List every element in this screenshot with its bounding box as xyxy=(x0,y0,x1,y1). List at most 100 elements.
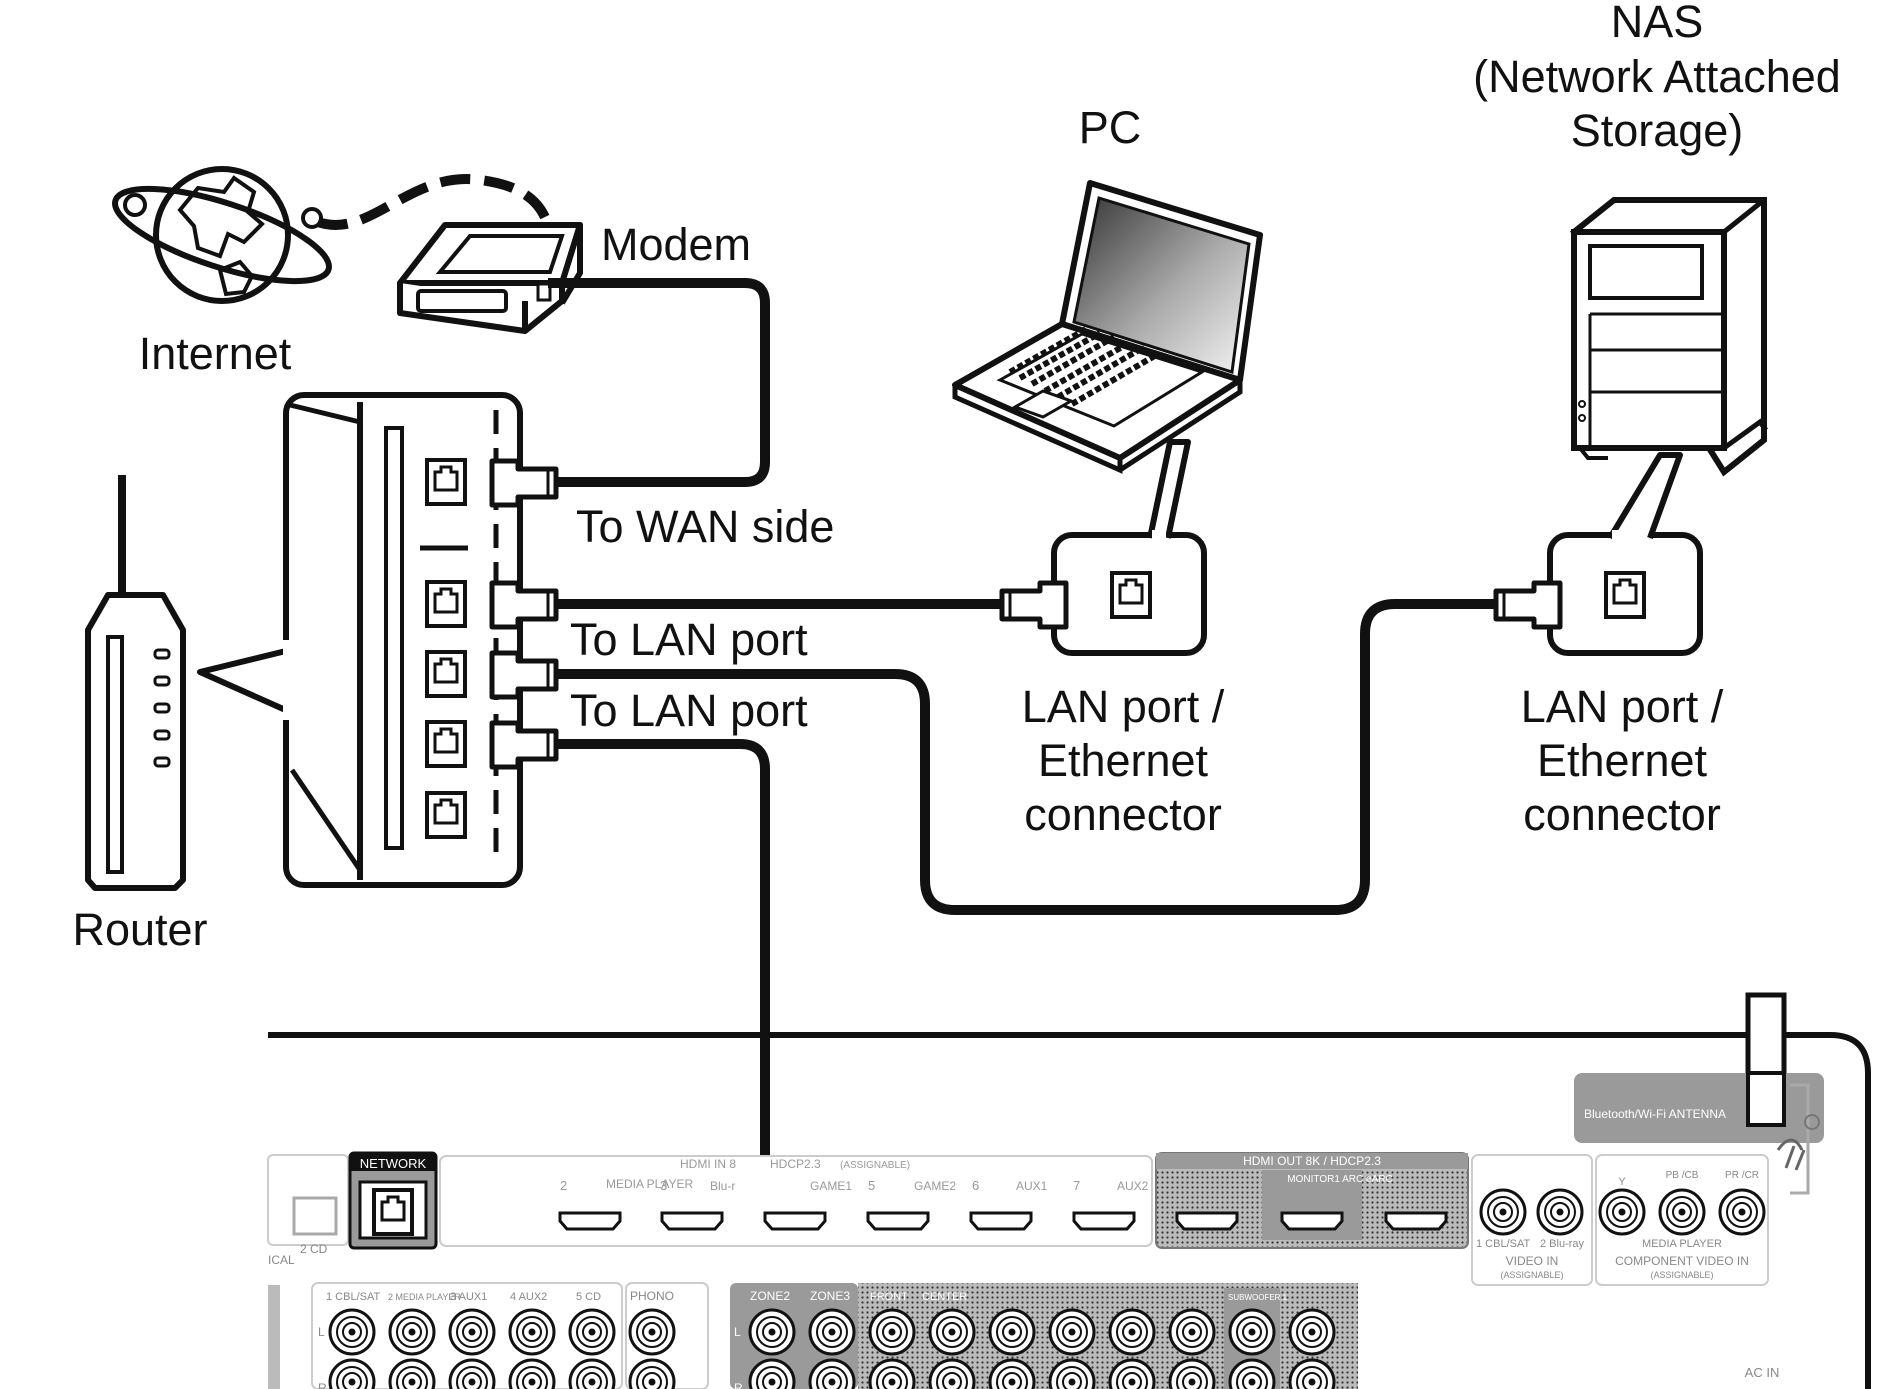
rca-jack-icon xyxy=(508,1308,556,1356)
rca-jack-icon xyxy=(1288,1358,1336,1389)
component-pb-label: PB /CB xyxy=(1666,1170,1699,1181)
rca-jack-icon xyxy=(328,1308,376,1356)
nas-port-label-line2: Ethernet xyxy=(1537,735,1708,786)
hdmi-port-icon xyxy=(969,1211,1033,1231)
front-label: FRONT xyxy=(870,1291,908,1303)
router-icon xyxy=(85,475,186,891)
lan-plug-icon xyxy=(492,583,556,627)
bluray-label: Blu-r xyxy=(710,1179,735,1193)
rca-jack-icon xyxy=(1288,1308,1336,1356)
hdmi-in-8-label: HDMI IN 8 xyxy=(680,1157,736,1171)
component-video-in-label: COMPONENT VIDEO IN xyxy=(1615,1254,1749,1268)
hdmi-port-icon xyxy=(558,1211,622,1231)
router-port-callout xyxy=(197,392,523,888)
network-port-label: NETWORK xyxy=(360,1156,427,1171)
globe-icon xyxy=(112,166,332,304)
wan-cable xyxy=(548,278,770,487)
rca-jack-icon xyxy=(1168,1308,1216,1356)
aux2-hdmi-label: AUX2 xyxy=(1117,1179,1149,1193)
to-lan-port-label-1: To LAN port xyxy=(570,614,808,665)
rca-jack-icon xyxy=(1108,1358,1156,1389)
audio-right-label: R xyxy=(318,1381,327,1389)
subwoofer1-label: SUBWOOFER 1 xyxy=(1228,1293,1288,1302)
rca-jack-icon xyxy=(868,1358,916,1389)
rca-jack-icon xyxy=(628,1308,676,1356)
rca-jack-icon xyxy=(1228,1308,1276,1356)
rca-jack-icon xyxy=(988,1308,1036,1356)
rca-jack-icon xyxy=(388,1358,436,1389)
rca-jack-icon xyxy=(808,1308,856,1356)
nas-subtitle-line1: (Network Attached xyxy=(1473,51,1841,102)
lan-plug-icon xyxy=(492,723,556,767)
ethernet-port-icon xyxy=(425,720,467,768)
rca-jack-icon xyxy=(1108,1308,1156,1356)
hdmi-port-icon xyxy=(866,1211,930,1231)
hdmi-number-5: 5 xyxy=(868,1178,875,1193)
audio-aux2-label: 4 AUX2 xyxy=(510,1291,547,1303)
ical-label: ICAL xyxy=(268,1253,295,1267)
lan-plug-icon xyxy=(1002,583,1066,627)
hdmi-port-icon xyxy=(1175,1211,1239,1231)
rca-jack-icon xyxy=(1479,1188,1527,1236)
pc-port-callout xyxy=(1051,439,1207,656)
cd-2-label: 2 CD xyxy=(300,1242,328,1256)
nas-icon xyxy=(1570,197,1768,477)
nas-title: NAS xyxy=(1611,0,1704,47)
audio-media-player-label: 2 MEDIA PLAYER xyxy=(388,1292,461,1302)
pc-label: PC xyxy=(1079,102,1142,153)
rca-jack-icon xyxy=(1048,1358,1096,1389)
rca-jack-icon xyxy=(748,1308,796,1356)
receiver-rear-panel: Bluetooth/Wi-Fi ANTENNA 2 CD ICAL NETWOR… xyxy=(267,992,1871,1389)
rca-jack-icon xyxy=(928,1358,976,1389)
hdmi-port-icon xyxy=(763,1211,827,1231)
rca-jack-icon xyxy=(448,1308,496,1356)
audio-cbl-sat-label: 1 CBL/SAT xyxy=(326,1291,380,1303)
internet-label: Internet xyxy=(139,328,292,379)
component-y-label: Y xyxy=(1618,1176,1626,1188)
rca-jack-icon xyxy=(568,1308,616,1356)
component-assignable: (ASSIGNABLE) xyxy=(1650,1270,1713,1280)
ethernet-port-icon xyxy=(425,458,467,506)
nas-port-label-line1: LAN port / xyxy=(1521,681,1724,732)
pc-port-label-line3: connector xyxy=(1024,789,1222,840)
component-pr-label: PR /CR xyxy=(1725,1170,1759,1181)
ac-in-label: AC IN xyxy=(1745,1365,1780,1380)
hdmi-number-7: 7 xyxy=(1073,1178,1080,1193)
rca-jack-icon xyxy=(808,1358,856,1389)
game1-label: GAME1 xyxy=(810,1179,852,1193)
hdmi-port-icon xyxy=(1280,1211,1344,1231)
rca-jack-icon xyxy=(1536,1188,1584,1236)
hdmi-number-3: 3 xyxy=(660,1178,667,1193)
rca-jack-icon xyxy=(628,1358,676,1389)
audio-left-label: L xyxy=(318,1325,325,1339)
rca-jack-icon xyxy=(508,1358,556,1389)
hdmi-port-icon xyxy=(1072,1211,1136,1231)
preout-right-label: R xyxy=(734,1381,743,1389)
lan-plug-icon xyxy=(1496,583,1560,627)
media-player-label: MEDIA PLAYER xyxy=(606,1177,693,1191)
rca-jack-icon xyxy=(1598,1188,1646,1236)
rca-jack-icon xyxy=(988,1358,1036,1389)
nas-port-label-line3: connector xyxy=(1523,789,1721,840)
hdmi-port-icon xyxy=(660,1211,724,1231)
video-bluray-label: 2 Blu-ray xyxy=(1540,1238,1585,1250)
receiver-lan-cable xyxy=(540,739,770,1215)
rca-jack-icon xyxy=(328,1358,376,1389)
zone2-label: ZONE2 xyxy=(750,1289,790,1303)
rca-jack-icon xyxy=(568,1358,616,1389)
to-lan-port-label-2: To LAN port xyxy=(570,685,808,736)
audio-aux1-label: 3 AUX1 xyxy=(450,1291,487,1303)
component-media-player-label: MEDIA PLAYER xyxy=(1642,1238,1722,1250)
hdcp-label: HDCP2.3 xyxy=(770,1157,821,1171)
hdmi-number-2: 2 xyxy=(560,1178,567,1193)
ethernet-port-icon xyxy=(425,650,467,698)
rca-jack-icon xyxy=(1168,1358,1216,1389)
video-in-label: VIDEO IN xyxy=(1506,1254,1559,1268)
phono-label: PHONO xyxy=(630,1289,674,1303)
hdmi-number-6: 6 xyxy=(972,1178,979,1193)
rca-jack-icon xyxy=(928,1308,976,1356)
hdmi-port-icon xyxy=(1384,1211,1448,1231)
to-wan-side-label: To WAN side xyxy=(576,501,834,552)
video-cbl-sat-label: 1 CBL/SAT xyxy=(1476,1238,1530,1250)
